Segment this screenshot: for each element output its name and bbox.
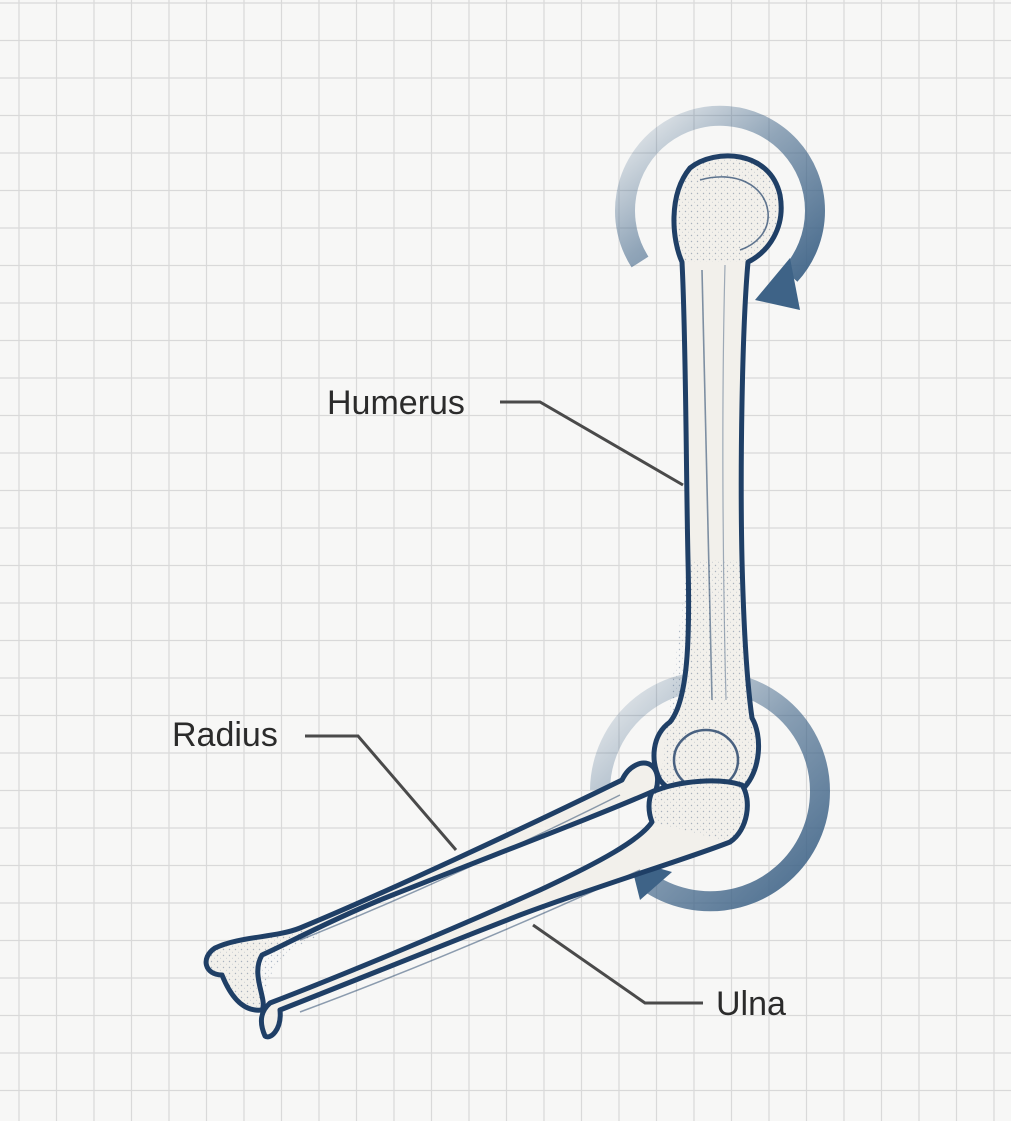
radius-label: Radius <box>172 716 278 754</box>
ulna-label: Ulna <box>716 985 786 1023</box>
humerus-label: Humerus <box>327 384 465 422</box>
